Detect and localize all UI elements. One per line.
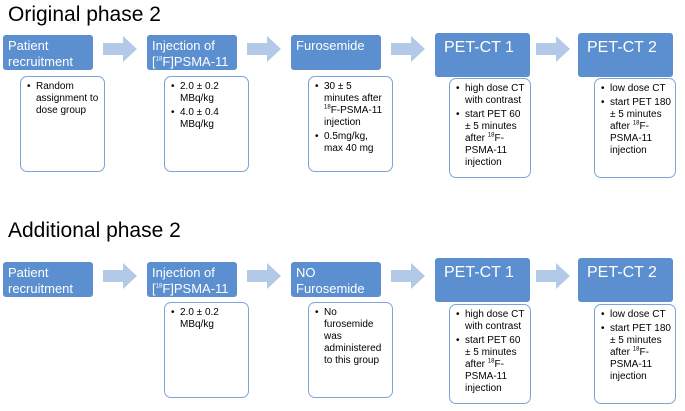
original-step-2-detail: 2.0 ± 0.2 MBq/kg 4.0 ± 0.4 MBq/kg (164, 76, 249, 172)
original-step-4-bullet-2: start PET 60 ± 5 minutes after 18F-PSMA-… (456, 109, 526, 169)
original-step-3-bullet-2: 0.5mg/kg, max 40 mg (315, 131, 388, 155)
arrow-icon (103, 263, 137, 289)
additional-step-5-header-label: PET-CT 2 (587, 264, 657, 281)
additional-step-5-bullet-2: start PET 180 ± 5 minutes after 18F-PSMA… (601, 323, 671, 383)
arrow-icon (247, 36, 281, 62)
additional-step-3-header-label: NO Furosemide (296, 265, 365, 296)
original-step-4-header: PET-CT 1 (435, 33, 530, 77)
additional-step-3-detail: No furosemide was administered to this g… (308, 302, 393, 398)
arrow-icon (391, 36, 425, 62)
additional-step-2-bullet-1: 2.0 ± 0.2 MBq/kg (171, 307, 244, 331)
original-step-3-header: Furosemide (291, 35, 381, 70)
additional-step-2-detail: 2.0 ± 0.2 MBq/kg (164, 302, 249, 398)
additional-step-5-bullet-1: low dose CT (601, 309, 671, 321)
original-step-3-detail: 30 ± 5 minutes after 18F-PSMA-11 injecti… (308, 76, 393, 172)
additional-step-5-detail: low dose CT start PET 180 ± 5 minutes af… (594, 304, 676, 404)
original-step-2-header-label: Injection of [18F]PSMA-11 (152, 38, 229, 69)
original-step-5-header-label: PET-CT 2 (587, 39, 657, 56)
arrow-icon (391, 263, 425, 289)
original-step-3-header-label: Furosemide (296, 38, 365, 53)
original-step-5-detail: low dose CT start PET 180 ± 5 minutes af… (594, 78, 676, 178)
arrow-icon (536, 263, 570, 289)
original-step-5-bullet-1: low dose CT (601, 83, 671, 95)
additional-step-4-bullet-1: high dose CT with contrast (456, 309, 526, 333)
additional-step-3-bullet-1: No furosemide was administered to this g… (315, 307, 388, 367)
original-step-4-header-label: PET-CT 1 (444, 39, 514, 56)
additional-step-3-header: NO Furosemide (291, 262, 381, 297)
additional-step-5-header: PET-CT 2 (578, 258, 673, 302)
original-step-4-bullet-1: high dose CT with contrast (456, 83, 526, 107)
original-step-5-bullet-2: start PET 180 ± 5 minutes after 18F-PSMA… (601, 97, 671, 157)
original-step-5-header: PET-CT 2 (578, 33, 673, 77)
original-step-1-header-label: Patient recruitment (8, 38, 74, 69)
original-step-3-bullet-1: 30 ± 5 minutes after 18F-PSMA-11 injecti… (315, 81, 388, 129)
additional-step-2-header: Injection of [18F]PSMA-11 (147, 262, 237, 297)
arrow-icon (103, 36, 137, 62)
additional-step-4-header: PET-CT 1 (435, 258, 530, 302)
original-step-1-header: Patient recruitment (3, 35, 93, 70)
additional-step-1-header-label: Patient recruitment (8, 265, 74, 296)
additional-step-4-header-label: PET-CT 1 (444, 264, 514, 281)
original-step-1-bullet-1: Random assignment to dose group (27, 81, 100, 117)
original-step-2-bullet-2: 4.0 ± 0.4 MBq/kg (171, 107, 244, 131)
original-step-1-detail: Random assignment to dose group (20, 76, 105, 172)
additional-step-4-detail: high dose CT with contrast start PET 60 … (449, 304, 531, 404)
original-step-2-bullet-1: 2.0 ± 0.2 MBq/kg (171, 81, 244, 105)
original-step-2-header: Injection of [18F]PSMA-11 (147, 35, 237, 70)
additional-step-4-bullet-2: start PET 60 ± 5 minutes after 18F-PSMA-… (456, 335, 526, 395)
additional-step-1-header: Patient recruitment (3, 262, 93, 297)
additional-step-2-header-label: Injection of [18F]PSMA-11 (152, 265, 229, 296)
arrow-icon (536, 36, 570, 62)
original-step-4-detail: high dose CT with contrast start PET 60 … (449, 78, 531, 178)
arrow-icon (247, 263, 281, 289)
additional-phase-title: Additional phase 2 (8, 219, 181, 242)
original-phase-title: Original phase 2 (8, 3, 161, 26)
